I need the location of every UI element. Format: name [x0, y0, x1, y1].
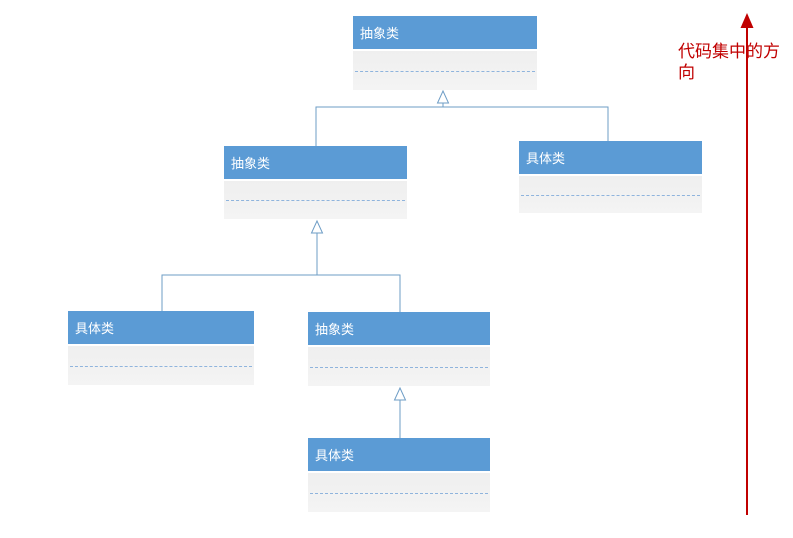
class-header: 抽象类 — [308, 312, 490, 345]
inheritance-arrowhead-level3 — [393, 386, 407, 401]
direction-annotation: 代码集中的方向 — [678, 42, 780, 84]
class-label: 抽象类 — [231, 157, 271, 172]
class-label: 具体类 — [75, 322, 115, 337]
class-header: 具体类 — [519, 141, 702, 174]
inheritance-arrowhead-level2 — [310, 219, 324, 234]
class-body — [68, 346, 254, 385]
class-header: 具体类 — [308, 438, 490, 471]
class-label: 抽象类 — [315, 323, 355, 338]
class-divider — [355, 70, 535, 72]
class-box-level3-left-concrete: 具体类 — [68, 311, 254, 385]
class-body — [308, 473, 490, 512]
class-body — [353, 51, 537, 90]
inheritance-arrowhead-top — [436, 89, 450, 104]
class-box-level3-mid-abstract: 抽象类 — [308, 312, 490, 386]
connector-level2-to-level3 — [161, 233, 401, 312]
class-body — [519, 176, 702, 213]
class-header: 具体类 — [68, 311, 254, 344]
class-box-top-abstract: 抽象类 — [353, 16, 537, 90]
class-label: 具体类 — [315, 449, 355, 464]
class-divider — [521, 194, 700, 196]
class-header: 抽象类 — [353, 16, 537, 49]
class-box-bottom-concrete: 具体类 — [308, 438, 490, 512]
class-label: 具体类 — [526, 152, 566, 167]
class-divider — [310, 366, 488, 368]
class-body — [308, 347, 490, 386]
class-divider — [70, 365, 252, 367]
class-box-mid-left-abstract: 抽象类 — [224, 146, 407, 219]
class-divider — [310, 492, 488, 494]
class-divider — [226, 200, 405, 201]
connector-top-to-level2 — [315, 103, 609, 146]
class-box-mid-right-concrete: 具体类 — [519, 141, 702, 213]
class-label: 抽象类 — [360, 27, 400, 42]
class-body — [224, 181, 407, 219]
direction-arrow-head — [740, 13, 754, 28]
class-header: 抽象类 — [224, 146, 407, 179]
